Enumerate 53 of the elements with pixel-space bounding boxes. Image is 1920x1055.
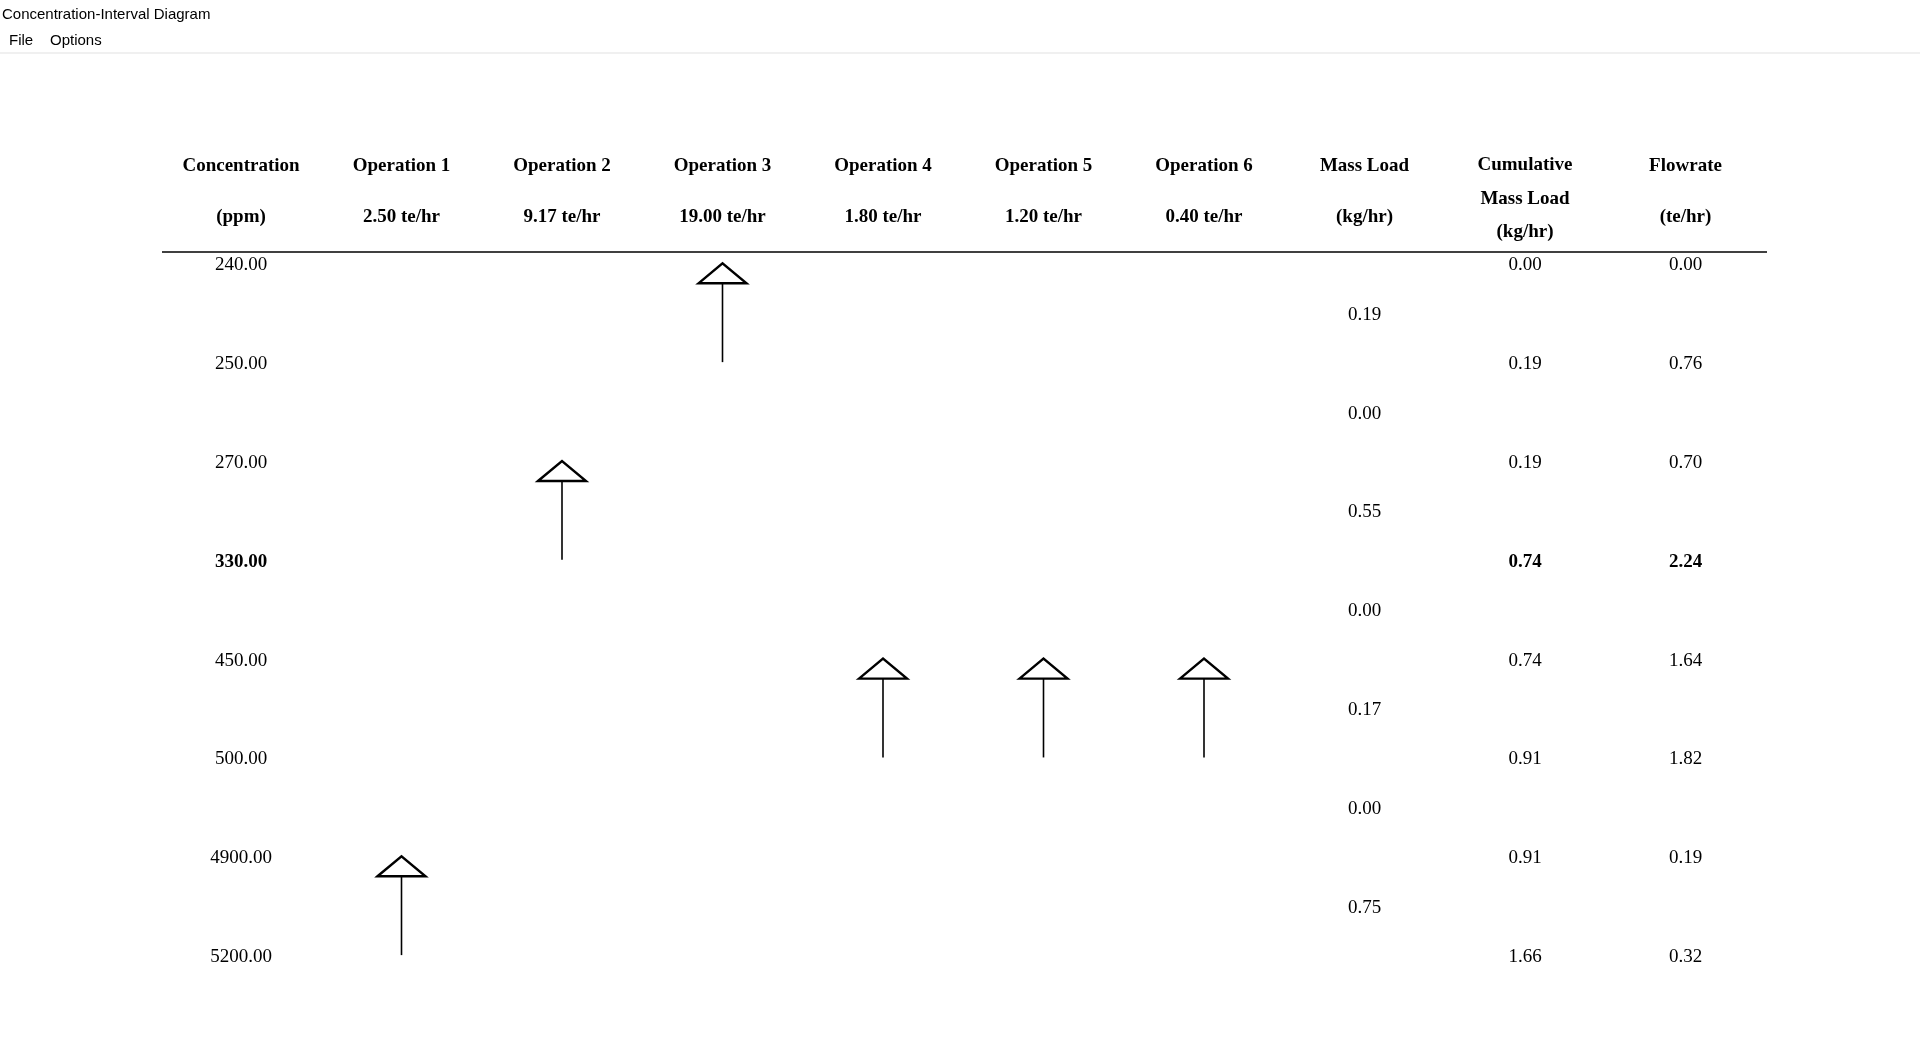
concentration-value: 4900.00 <box>210 846 272 866</box>
cumulative-load-value: 0.91 <box>1508 846 1542 866</box>
concentration-value: 240.00 <box>214 253 268 273</box>
cumulative-load-value: 0.19 <box>1508 451 1542 471</box>
menu-item: Options <box>50 31 102 49</box>
column-header: Flowrate <box>1649 154 1722 174</box>
cumulative-load-value: 0.74 <box>1508 649 1542 669</box>
flowrate-value: 0.32 <box>1668 945 1703 965</box>
cumulative-load-value: 0.74 <box>1508 550 1542 570</box>
column-header: Concentration <box>182 154 300 174</box>
column-unit: (kg/hr) <box>1336 205 1393 225</box>
flowrate-value: 1.64 <box>1668 649 1703 669</box>
concentration-value: 270.00 <box>214 451 268 471</box>
mass-load-value: 0.19 <box>1347 303 1382 323</box>
flowrate-value: 1.82 <box>1668 747 1703 767</box>
column-header: Mass Load <box>1319 154 1410 174</box>
mass-load-value: 0.55 <box>1347 500 1382 520</box>
column-unit: 19.00 te/hr <box>679 205 766 225</box>
cumulative-load-value: 0.00 <box>1508 253 1542 273</box>
column-unit: (ppm) <box>216 205 266 225</box>
cumulative-load-value: 0.91 <box>1508 747 1542 767</box>
concentration-value: 500.00 <box>214 747 268 767</box>
column-header: Operation 5 <box>994 154 1093 174</box>
concentration-value: 5200.00 <box>210 945 272 965</box>
flowrate-value: 0.19 <box>1668 846 1703 866</box>
flowrate-value: 0.76 <box>1668 352 1703 372</box>
cumulative-load-value: 1.66 <box>1508 945 1542 965</box>
mass-load-value: 0.00 <box>1347 402 1382 422</box>
flowrate-value: 0.70 <box>1668 451 1703 471</box>
window-title: Concentration-Interval Diagram <box>2 5 211 23</box>
column-header: Operation 3 <box>673 154 772 174</box>
menu-item: File <box>9 31 34 49</box>
mass-load-value: 0.75 <box>1347 896 1382 916</box>
column-unit: 2.50 te/hr <box>363 205 440 225</box>
concentration-value: 250.00 <box>214 352 268 372</box>
column-unit: 1.80 te/hr <box>844 205 922 225</box>
column-unit: 9.17 te/hr <box>523 205 601 225</box>
concentration-value: 450.00 <box>214 649 268 669</box>
cumulative-load-value: 0.19 <box>1508 352 1542 372</box>
mass-load-value: 0.17 <box>1347 698 1382 718</box>
column-header: Operation 1 <box>352 154 451 174</box>
column-header: Cumulative Mass Load (kg/hr) <box>1476 152 1574 244</box>
column-header: Operation 4 <box>834 154 932 174</box>
column-header: Operation 2 <box>513 154 611 174</box>
column-unit: 1.20 te/hr <box>1005 205 1082 225</box>
column-unit: (te/hr) <box>1659 205 1712 225</box>
concentration-value: 330.00 <box>214 550 268 570</box>
mass-load-value: 0.00 <box>1347 797 1382 817</box>
mass-load-value: 0.00 <box>1347 599 1382 619</box>
flowrate-value: 2.24 <box>1668 550 1703 570</box>
flowrate-value: 0.00 <box>1668 253 1703 273</box>
column-unit: 0.40 te/hr <box>1165 205 1243 225</box>
column-header: Operation 6 <box>1155 154 1253 174</box>
